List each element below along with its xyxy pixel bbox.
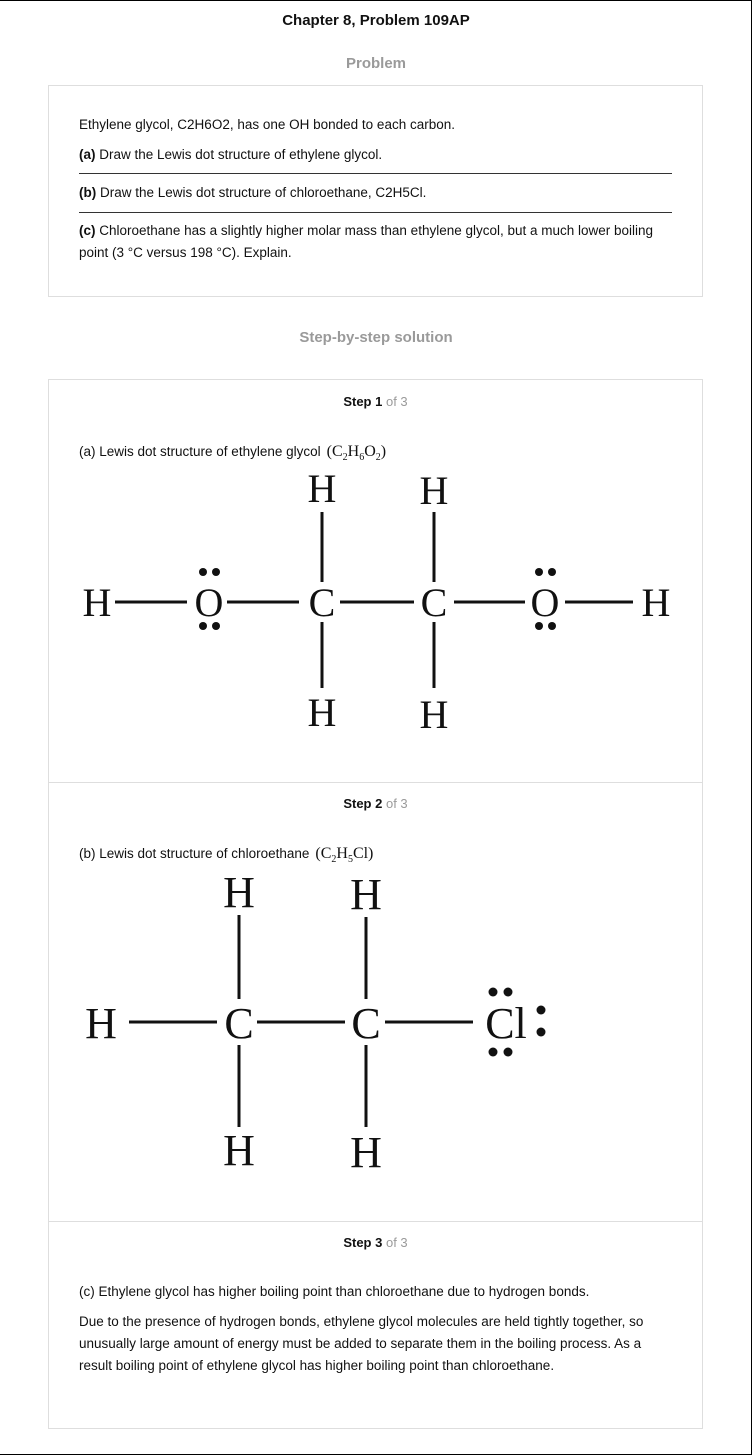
lone-pair-dot xyxy=(548,622,556,630)
lone-pair-dot xyxy=(535,622,543,630)
step-2-caption: (b) Lewis dot structure of chloroethane (… xyxy=(79,843,679,871)
ethylene-glycol-formula: (C2H6O2) xyxy=(326,443,387,464)
atom-H: H xyxy=(223,1126,255,1175)
page-title: Chapter 8, Problem 109AP xyxy=(282,12,470,29)
problem-heading: Problem xyxy=(345,55,406,72)
atom-H: H xyxy=(308,690,337,735)
part-a-text: Draw the Lewis dot structure of ethylene… xyxy=(99,147,383,162)
lone-pair-dot xyxy=(212,622,220,630)
lone-pair-dot xyxy=(536,1005,546,1015)
lone-pair-dot xyxy=(503,1047,513,1057)
problem-part-b: (b) Draw the Lewis dot structure of chlo… xyxy=(79,182,674,204)
atom-O: O xyxy=(531,580,560,625)
step-label: Step 3 xyxy=(343,1235,383,1250)
atom-H: H xyxy=(350,1128,382,1175)
solution-heading: Step-by-step solution xyxy=(299,329,453,346)
part-c-text: Chloroethane has a slightly higher molar… xyxy=(79,223,654,260)
atom-H: H xyxy=(83,580,112,625)
atom-H: H xyxy=(350,870,382,919)
step-1-caption: (a) Lewis dot structure of ethylene glyc… xyxy=(79,441,679,469)
divider xyxy=(79,173,672,174)
step-1-heading: Step 1 of 3 xyxy=(49,394,702,409)
part-c-label: (c) xyxy=(79,223,96,238)
problem-part-c: (c) Chloroethane has a slightly higher m… xyxy=(79,220,674,264)
step-label: Step 2 xyxy=(343,796,383,811)
step-3-heading: Step 3 of 3 xyxy=(49,1235,702,1250)
atom-H: H xyxy=(420,468,449,513)
atom-H: H xyxy=(642,580,671,625)
lone-pair-dot xyxy=(503,987,513,997)
atom-H: H xyxy=(223,868,255,917)
lone-pair-dot xyxy=(488,1047,498,1057)
lone-pair-dot xyxy=(199,568,207,576)
step-2-heading: Step 2 of 3 xyxy=(49,796,702,811)
atom-C: C xyxy=(309,580,336,625)
step-divider xyxy=(49,782,702,783)
part-b-text: Draw the Lewis dot structure of chloroet… xyxy=(100,185,427,200)
problem-box: Ethylene glycol, C2H6O2, has one OH bond… xyxy=(48,85,703,297)
part-b-label: (b) xyxy=(79,185,97,200)
atom-O: O xyxy=(195,580,224,625)
atom-C: C xyxy=(351,999,380,1048)
atom-Cl: Cl xyxy=(485,999,527,1048)
lone-pair-dot xyxy=(548,568,556,576)
chloroethane-formula: (C2H5Cl) xyxy=(315,845,374,866)
atom-H: H xyxy=(85,999,117,1048)
step-count: of 3 xyxy=(385,1235,408,1250)
step-3-conclusion: (c) Ethylene glycol has higher boiling p… xyxy=(79,1284,590,1299)
divider xyxy=(79,212,672,213)
step-count: of 3 xyxy=(385,796,408,811)
step-label: Step 1 xyxy=(343,394,383,409)
step-3-explanation: Due to the presence of hydrogen bonds, e… xyxy=(79,1314,644,1373)
step-count: of 3 xyxy=(385,394,408,409)
lone-pair-dot xyxy=(212,568,220,576)
solution-box: Step 1 of 3 (a) Lewis dot structure of e… xyxy=(48,379,703,1429)
step-2-text: (b) Lewis dot structure of chloroethane xyxy=(79,846,310,861)
lone-pair-dot xyxy=(488,987,498,997)
step-divider xyxy=(49,1221,702,1222)
chloroethane-lewis-structure: H C C Cl H H H H xyxy=(85,868,546,1175)
atom-H: H xyxy=(308,466,337,511)
atom-C: C xyxy=(224,999,253,1048)
step-1-text: (a) Lewis dot structure of ethylene glyc… xyxy=(79,444,321,459)
problem-part-a: (a) Draw the Lewis dot structure of ethy… xyxy=(79,144,674,166)
lone-pair-dot xyxy=(199,622,207,630)
part-a-label: (a) xyxy=(79,147,96,162)
atom-C: C xyxy=(421,580,448,625)
ethylene-glycol-lewis-structure: H O C C O H H H H H xyxy=(83,466,671,737)
lone-pair-dot xyxy=(535,568,543,576)
atom-H: H xyxy=(420,692,449,737)
problem-intro: Ethylene glycol, C2H6O2, has one OH bond… xyxy=(79,117,455,132)
lone-pair-dot xyxy=(536,1027,546,1037)
